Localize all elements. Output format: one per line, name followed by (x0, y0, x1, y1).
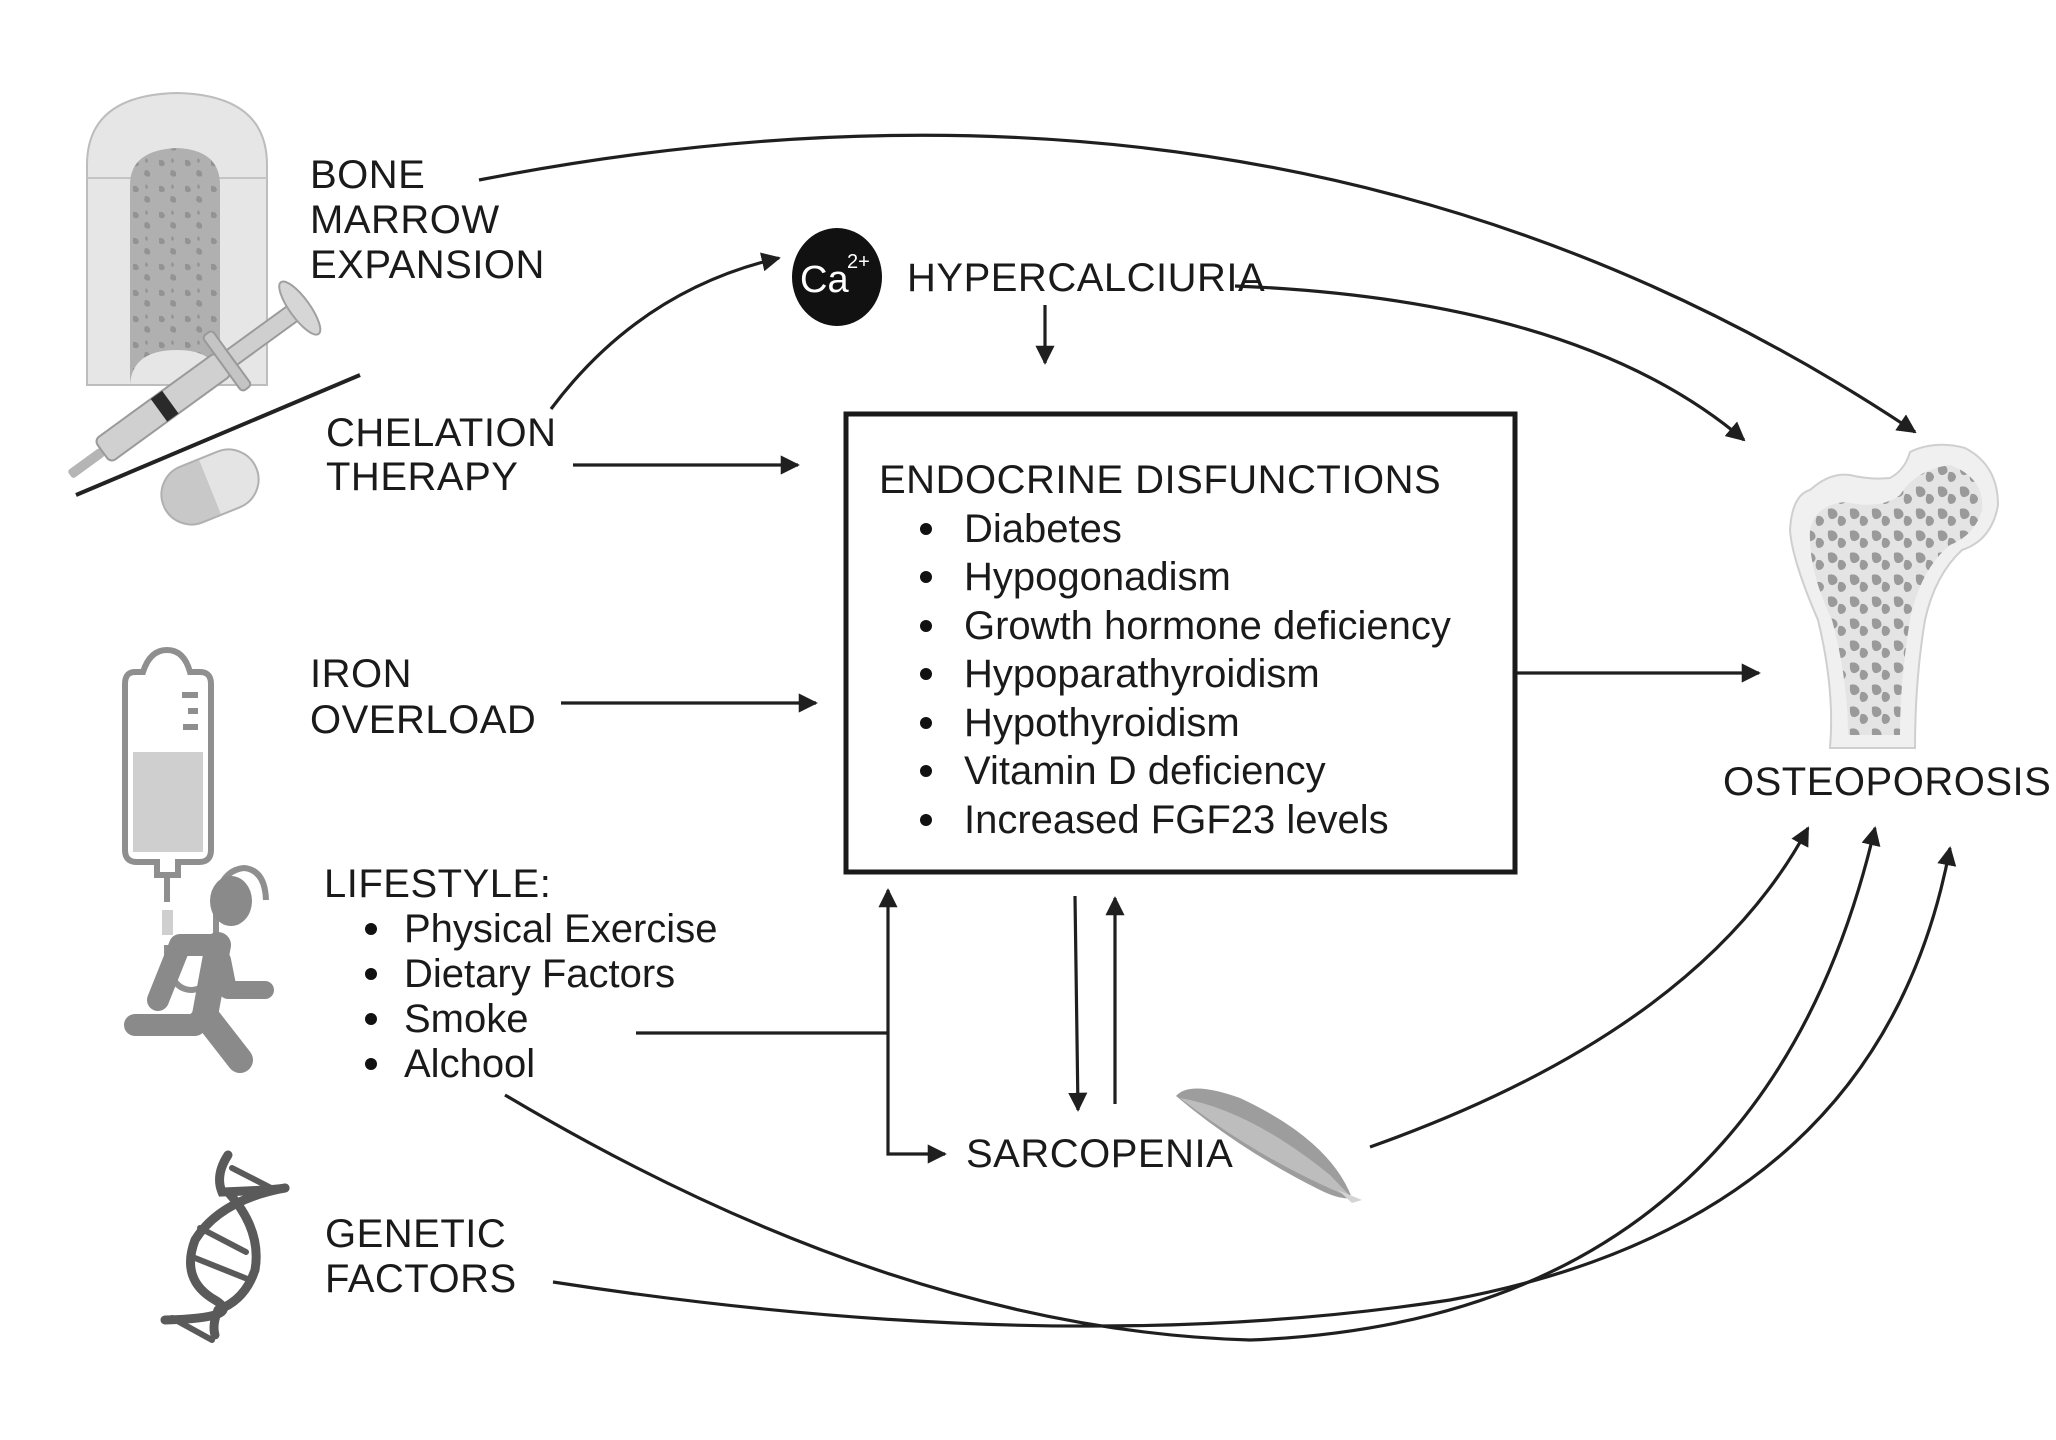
lifestyle-heading: LIFESTYLE: (324, 862, 551, 906)
endocrine-item: Hypogonadism (964, 555, 1231, 599)
hypercalciuria-label: HYPERCALCIURIA (907, 256, 1265, 300)
arrow-genetic-to-osteoporosis (552, 846, 1957, 1328)
iv-bag-icon (122, 646, 269, 994)
endocrine-list: Diabetes Hypogonadism Growth hormone def… (920, 507, 1451, 842)
arrow-alcohol-to-osteoporosis (504, 826, 1881, 1342)
genetic-line-2: FACTORS (325, 1257, 517, 1301)
bullet (365, 968, 377, 980)
bullet (920, 668, 932, 680)
arrow-sarcopenia-to-osteoporosis (1369, 826, 1810, 1149)
endocrine-item: Diabetes (964, 507, 1122, 551)
syringe-pill-icon (68, 280, 361, 526)
arrow-hypercalciuria-to-osteoporosis (1234, 284, 1746, 442)
iron-overload-label: IRON OVERLOAD (310, 652, 536, 742)
endocrine-item: Growth hormone deficiency (964, 604, 1451, 648)
genetic-line-1: GENETIC (325, 1212, 506, 1256)
bone-marrow-line-3: EXPANSION (310, 243, 545, 287)
lifestyle-item: Alchool (404, 1042, 535, 1086)
lifestyle-label: LIFESTYLE: Physical Exercise Dietary Fac… (324, 862, 717, 1086)
runner-icon (124, 876, 274, 1073)
arrow-chelation-to-hypercalciuria (549, 252, 781, 410)
bullet (920, 620, 932, 632)
endocrine-box: ENDOCRINE DISFUNCTIONS Diabetes Hypogona… (843, 411, 1518, 875)
bullet (920, 523, 932, 535)
iron-line-1: IRON (310, 652, 412, 696)
bone-marrow-label: BONE MARROW EXPANSION (310, 153, 545, 287)
lifestyle-item: Dietary Factors (404, 952, 675, 996)
chelation-line-1: CHELATION (326, 411, 556, 455)
chelation-label: CHELATION THERAPY (326, 411, 556, 499)
iron-line-2: OVERLOAD (310, 698, 536, 742)
ion-symbol: Ca (800, 259, 849, 301)
osteoporosis-label: OSTEOPOROSIS (1723, 760, 2051, 804)
dna-icon (160, 1150, 290, 1343)
bullet (365, 923, 377, 935)
bullet (920, 765, 932, 777)
chelation-line-2: THERAPY (326, 455, 518, 499)
lifestyle-item: Smoke (404, 997, 529, 1041)
endocrine-item: Hypothyroidism (964, 701, 1240, 745)
arrow-lifestyle-to-sarcopenia (886, 1033, 947, 1164)
bullet (920, 814, 932, 826)
muscle-icon (1176, 1088, 1362, 1203)
genetic-factors-label: GENETIC FACTORS (325, 1212, 517, 1301)
bullet (920, 571, 932, 583)
bullet (365, 1058, 377, 1070)
arrow-bone-marrow-to-osteoporosis (478, 133, 1917, 434)
ion-charge: 2+ (847, 251, 870, 273)
bullet (920, 717, 932, 729)
lifestyle-item: Physical Exercise (404, 907, 717, 951)
bone-marrow-line-2: MARROW (310, 198, 500, 242)
calcium-ion-icon: Ca 2+ (792, 228, 882, 326)
bone-marrow-line-1: BONE (310, 153, 425, 197)
bullet (365, 1013, 377, 1025)
endocrine-item: Increased FGF23 levels (964, 798, 1389, 842)
arrow-endocrine-to-sarcopenia (1068, 895, 1088, 1112)
sarcopenia-label: SARCOPENIA (966, 1132, 1233, 1176)
lifestyle-list: Physical Exercise Dietary Factors Smoke … (365, 907, 717, 1086)
femur-icon (1788, 443, 2000, 749)
bone-marrow-icon (86, 91, 268, 386)
endocrine-item: Vitamin D deficiency (964, 749, 1326, 793)
endocrine-title: ENDOCRINE DISFUNCTIONS (879, 458, 1441, 502)
endocrine-item: Hypoparathyroidism (964, 652, 1320, 696)
